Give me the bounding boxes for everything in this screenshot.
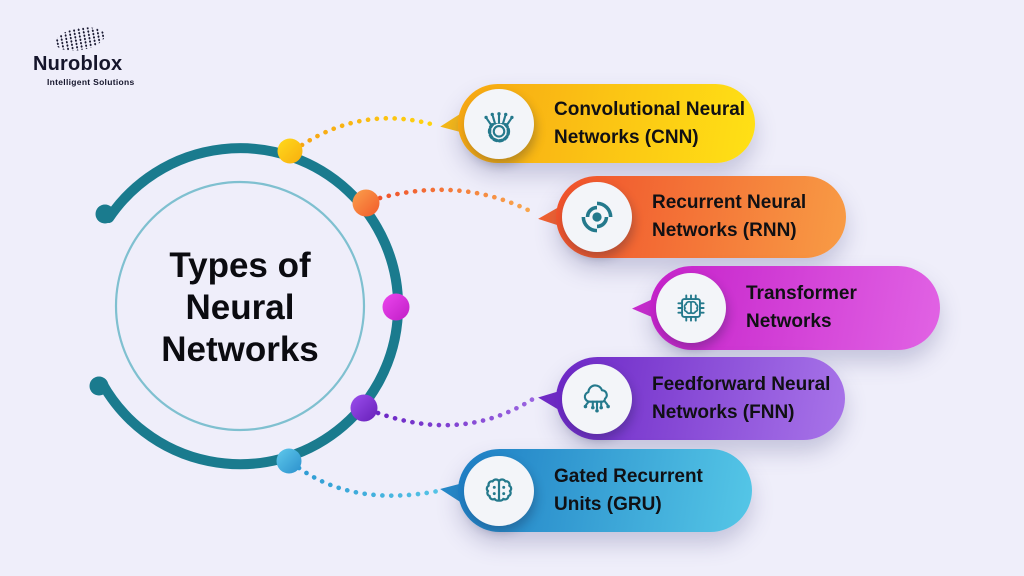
icon-badge: [464, 88, 534, 159]
connector-gru: [296, 465, 441, 498]
gear-circuit-icon: [484, 111, 514, 142]
arc-endcap-bottom: [89, 376, 109, 396]
nuroblox-logo: Nuroblox Intelligent Solutions: [33, 23, 153, 87]
logo-name: Nuroblox: [33, 53, 123, 75]
node-dot-fnn: [350, 394, 378, 422]
inner-ring: [114, 180, 366, 432]
brain-chip-icon: [677, 294, 705, 322]
connector-cnn: [299, 116, 441, 148]
loop-arrows-icon: [581, 201, 613, 233]
icon-badge: [464, 455, 534, 526]
arc-endcap-top: [95, 204, 115, 224]
node-dot-rnn: [352, 189, 380, 217]
cloud-network-icon: [583, 383, 610, 413]
logo-tagline: Intelligent Solutions: [47, 77, 135, 87]
node-dot-transformer: [382, 293, 410, 321]
connector-rnn: [377, 187, 537, 216]
title-line: Networks: [161, 330, 319, 369]
icon-badge: [562, 182, 632, 252]
icon-badge: [562, 363, 632, 434]
node-dot-cnn: [277, 138, 303, 164]
brain-icon: [485, 477, 513, 502]
icon-badge: [656, 273, 726, 343]
title-line: Neural: [185, 288, 295, 327]
title-line: Types of: [169, 246, 311, 285]
node-dot-gru: [276, 448, 302, 474]
diagram-title: Types of Neural Networks: [118, 245, 362, 371]
connector-fnn: [375, 396, 536, 428]
